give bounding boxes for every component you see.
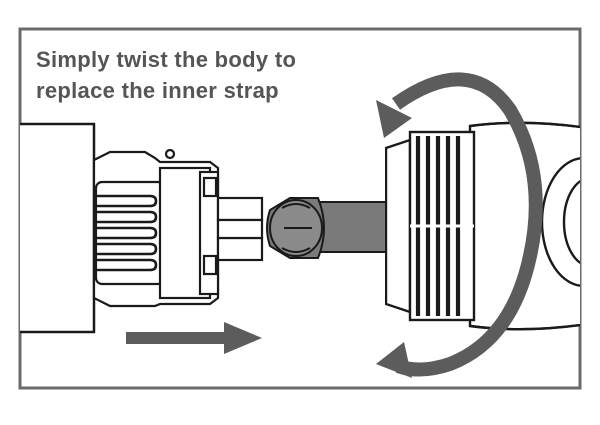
ball-joint-pin xyxy=(266,197,389,259)
circular-twist-arrow-icon xyxy=(391,72,543,377)
watch-case-block xyxy=(20,122,96,334)
watch-body xyxy=(468,121,580,331)
watch-body-outline xyxy=(469,121,580,331)
rotation-arrowheads xyxy=(376,100,412,378)
instruction-text: Simply twist the body to replace the inn… xyxy=(36,44,296,106)
right-arrow-icon xyxy=(126,322,262,354)
instruction-line-1: Simply twist the body to xyxy=(36,47,297,72)
clasp-grip-ribs xyxy=(96,194,158,272)
instruction-line-2: replace the inner strap xyxy=(36,78,279,103)
